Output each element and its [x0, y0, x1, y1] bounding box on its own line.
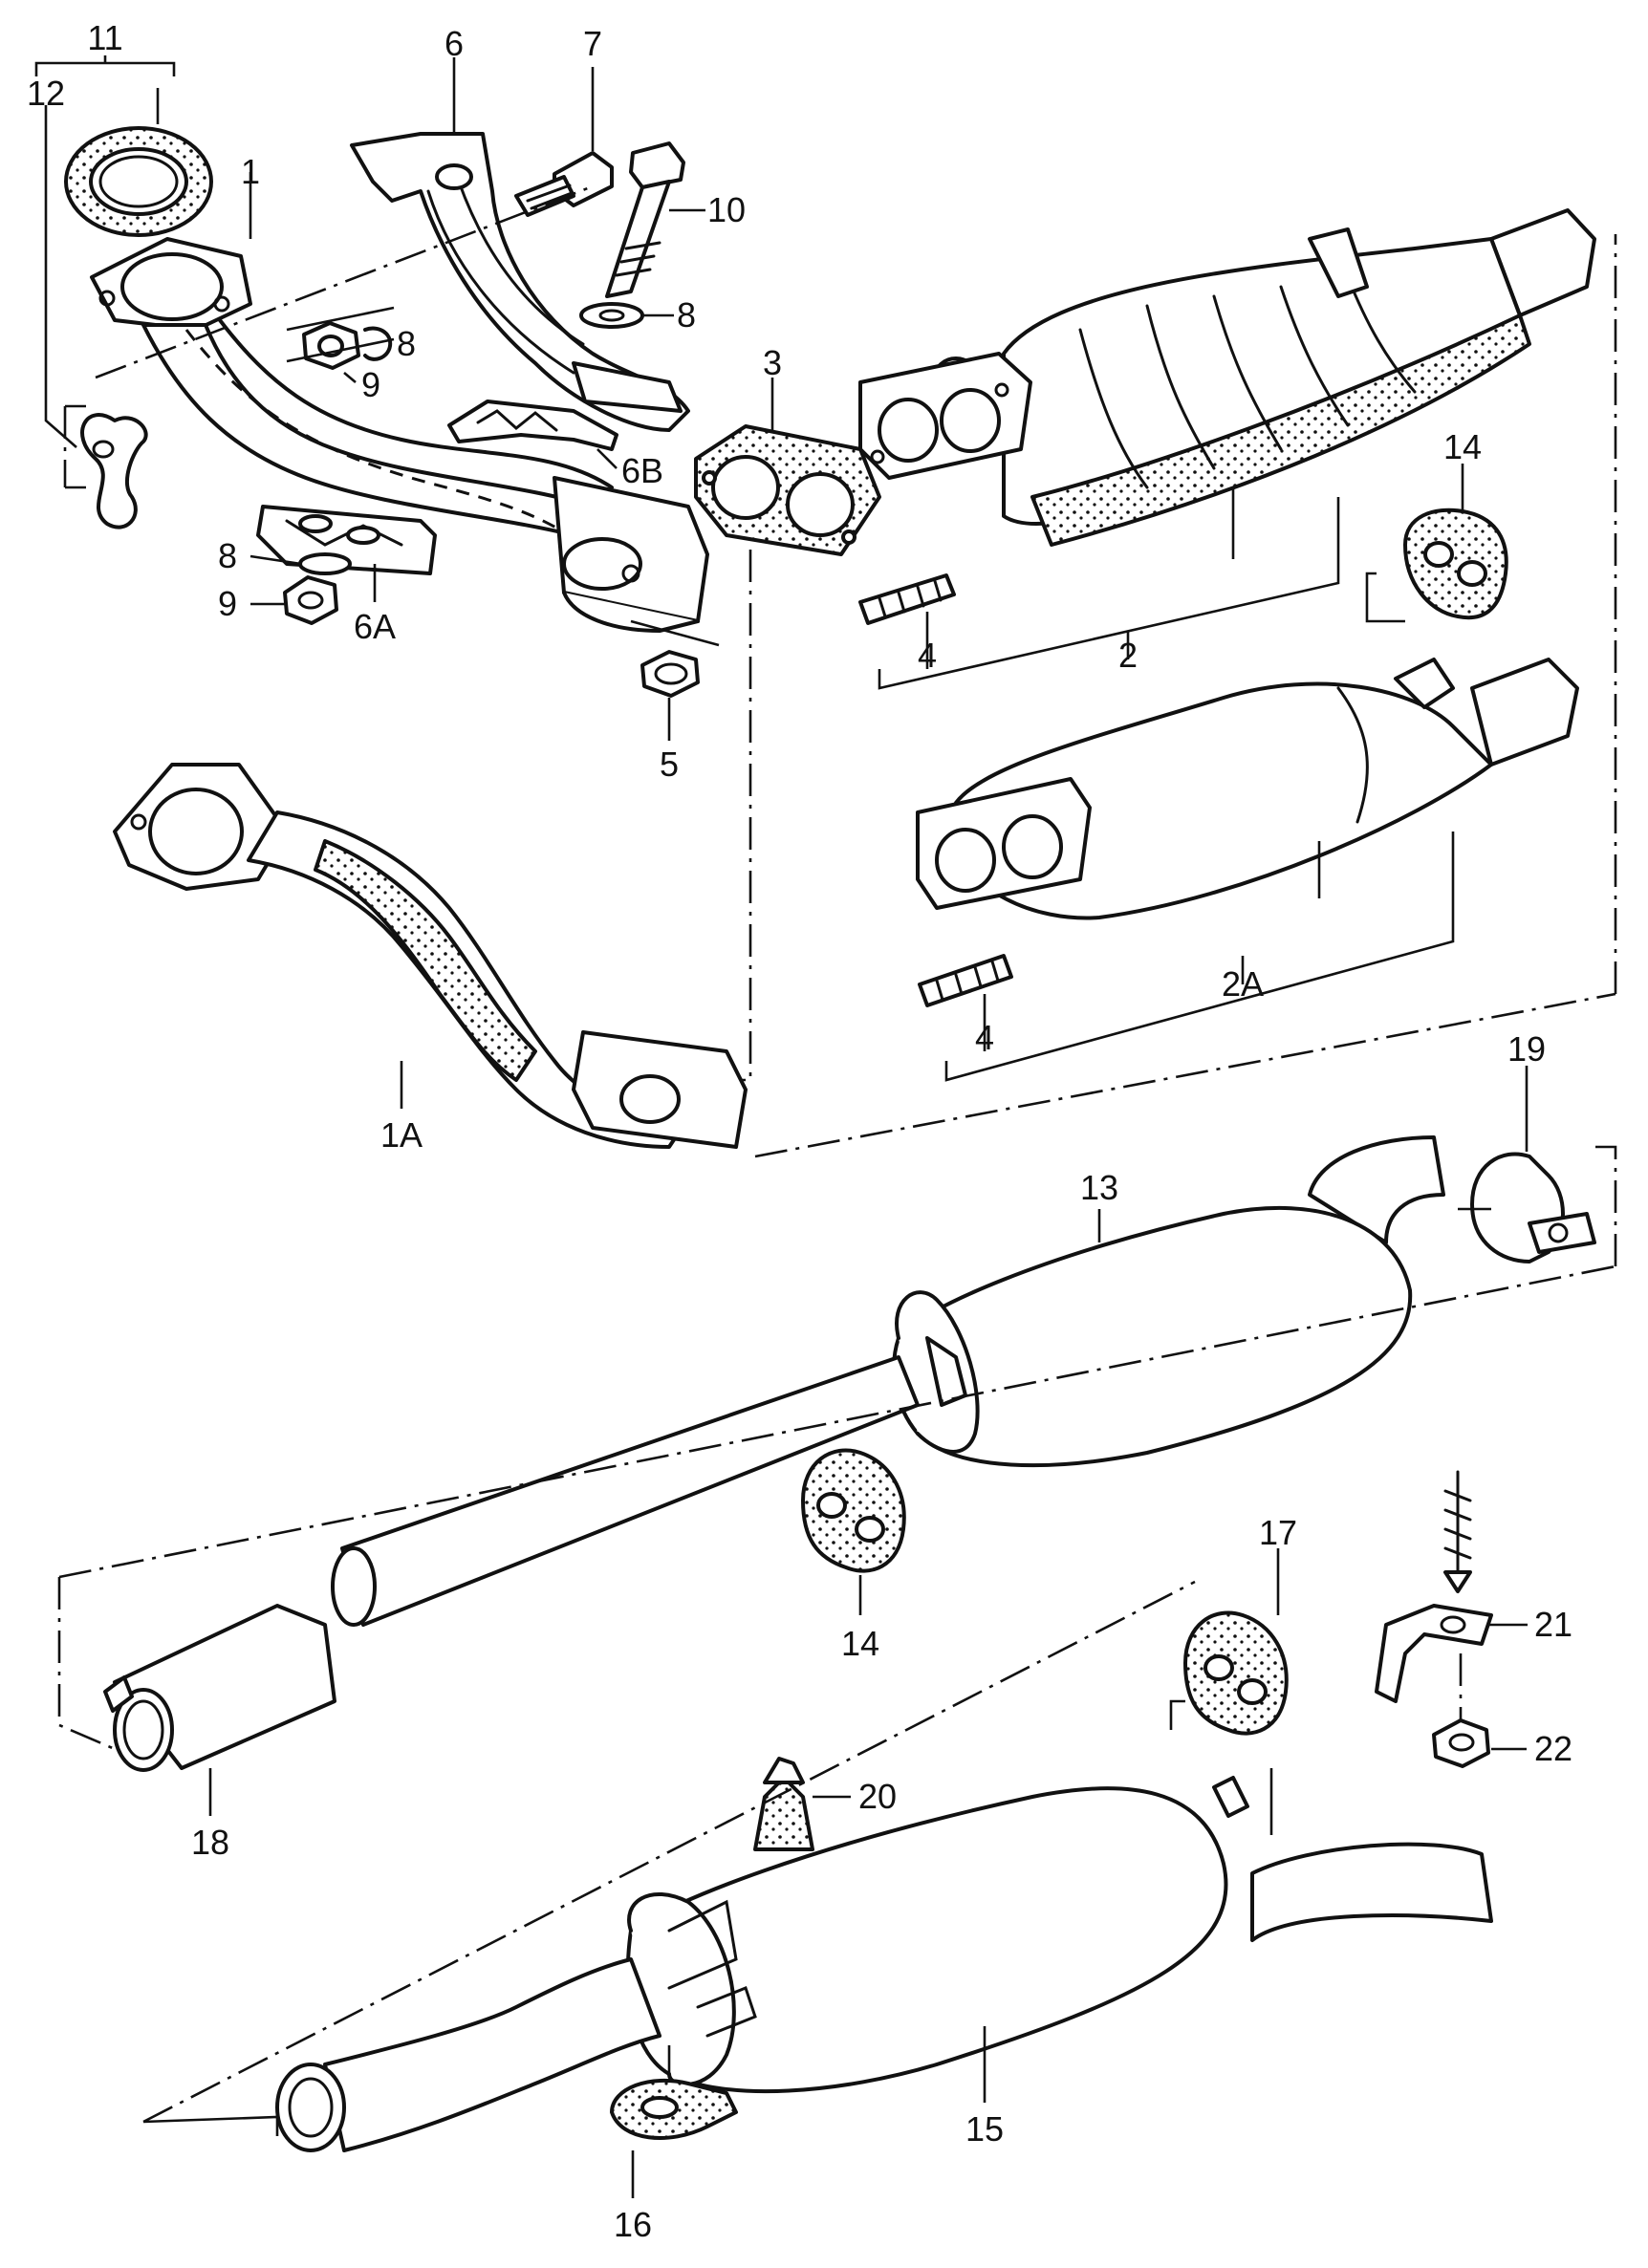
bracket-11 [34, 55, 176, 76]
part-5-nut [640, 650, 700, 698]
part-8-washer-upper [579, 302, 644, 329]
part-6B-shield-bracket [447, 400, 618, 451]
callout-8-upper: 8 [677, 295, 696, 335]
part-17-rubber-mount-rear [1183, 1610, 1289, 1736]
callout-6B: 6B [621, 451, 663, 490]
part-20-rubber-buffer [753, 1757, 814, 1851]
part-22-nut [1432, 1718, 1490, 1768]
callout-9-lower: 9 [218, 584, 237, 623]
callout-6: 6 [445, 24, 464, 63]
part-13-center-silencer [331, 1135, 1445, 1627]
part-4-stud-lower [918, 954, 1013, 1007]
callout-12: 12 [27, 74, 65, 113]
part-15-rear-silencer [275, 1776, 1493, 2152]
callout-15: 15 [965, 2109, 1004, 2149]
callout-14-upper: 14 [1443, 427, 1482, 466]
callout-17: 17 [1259, 1513, 1297, 1552]
part-19-pipe-clamp [1470, 1152, 1596, 1264]
part-10-bolt [605, 141, 685, 298]
callout-2A: 2A [1222, 964, 1264, 1004]
part-2-catalytic-converter [858, 208, 1596, 547]
part-14-rubber-mount-upper [1403, 508, 1508, 620]
callout-19: 19 [1507, 1029, 1546, 1069]
part-1A-front-pipe-alt [113, 763, 748, 1149]
part-2A-front-silencer [916, 658, 1579, 920]
callout-4-lower: 4 [975, 1018, 994, 1057]
callout-3: 3 [763, 343, 782, 382]
callout-18: 18 [191, 1823, 229, 1862]
callout-8-middle: 8 [397, 324, 416, 363]
part-8-washer-lower [298, 552, 352, 575]
part-9-nut-lower [283, 575, 338, 625]
part-6A-lower-shield-bracket [256, 505, 437, 575]
callout-9-middle: 9 [361, 365, 380, 404]
callout-6A: 6A [354, 607, 396, 646]
callout-1A: 1A [380, 1115, 423, 1155]
callout-11: 11 [87, 18, 122, 57]
part-12-spring-clip [80, 413, 148, 529]
callout-21: 21 [1534, 1605, 1572, 1644]
part-4-stud-upper [858, 573, 956, 625]
part-7-bolt [514, 151, 614, 217]
callout-13: 13 [1080, 1168, 1118, 1207]
part-6-heat-shield [350, 132, 690, 432]
part-14-rubber-mount-lower [801, 1448, 906, 1573]
part-21-mounting-bracket [1375, 1470, 1493, 1703]
callout-20: 20 [858, 1777, 897, 1816]
callout-16: 16 [614, 2205, 652, 2244]
part-3-gasket [694, 424, 881, 556]
callout-1: 1 [241, 152, 260, 191]
callout-4-upper: 4 [918, 636, 937, 675]
callout-10: 10 [707, 190, 746, 229]
part-18-connecting-pipe [103, 1604, 336, 1772]
part-11-flange-seal-ring [64, 126, 213, 237]
callout-22: 22 [1534, 1729, 1572, 1768]
callout-5: 5 [660, 745, 679, 784]
callout-labels: 11 12 1 6 7 10 8 8 9 6B 3 8 9 6A 4 2 14 … [27, 18, 1572, 2244]
callout-7: 7 [583, 24, 602, 63]
part-16-hanger-strap [610, 2078, 738, 2140]
callout-8-lower: 8 [218, 536, 237, 575]
callout-14-lower: 14 [841, 1624, 879, 1663]
callout-2: 2 [1118, 636, 1138, 675]
part-9-nut-and-part-8-washer [302, 321, 393, 370]
